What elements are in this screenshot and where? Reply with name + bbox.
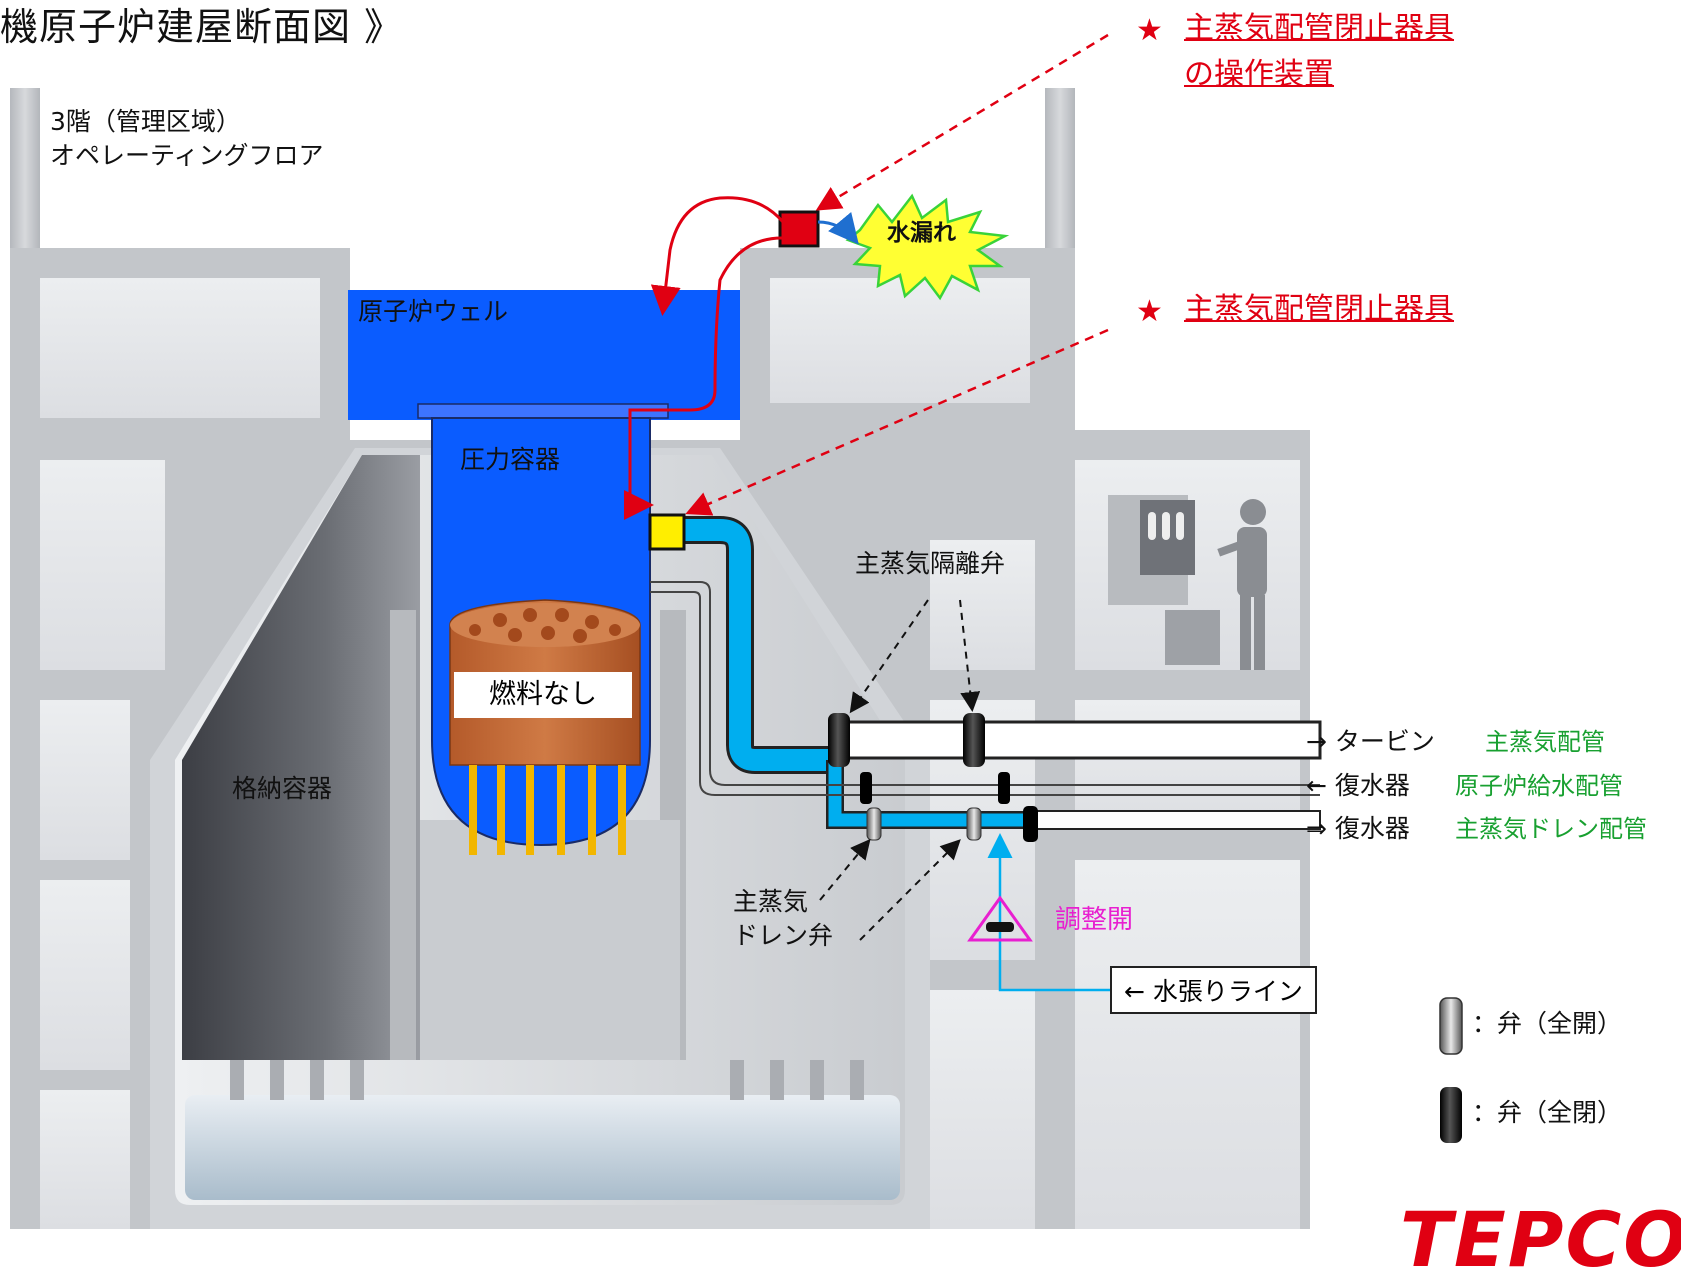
isolation-valve-label: 主蒸気隔離弁 [855,549,1006,578]
pipe-name-2: 主蒸気ドレン配管 [1455,815,1647,843]
worker-figure [1217,499,1267,670]
fuel-label: 燃料なし [454,672,632,718]
legend-closed-valve-icon [1440,1087,1462,1143]
callout-arrow-device [815,33,1109,211]
drain-valve-1 [866,807,882,841]
water-leak-burst [845,193,1010,301]
isolation-valve-1 [828,713,850,767]
callout-arrow-plug [685,328,1109,516]
reactor-well-label: 原子炉ウェル [358,297,509,326]
drain-valve-2 [966,807,982,841]
feedwater-valve-1 [860,772,872,804]
pipe-name-0: 主蒸気配管 [1485,728,1605,756]
steam-line-plug [648,513,686,551]
tepco-logo: TEPCO [1400,1195,1681,1284]
floor-label-line2: オペレーティングフロア [50,141,324,170]
pipe-direction-2: ⇒ 復水器 [1306,814,1410,843]
pipe-direction-1: ← 復水器 [1306,771,1410,800]
callout-star-2: ★ [1136,294,1163,329]
valves [828,713,1038,842]
diagram-stage: 機原子炉建屋断面図 》 3階（管理区域） オペレーティングフロア 原子炉ウェル … [0,5,1681,1283]
isolation-valve-2 [963,713,985,767]
legend-open-valve-icon [1439,997,1463,1055]
control-hose-to-plug [624,236,783,520]
pipe-direction-0: → タービン [1306,727,1435,756]
floor-label-line1: 3階（管理区域） [50,107,241,136]
callout-plug: 主蒸気配管閉止器具 [1184,292,1454,327]
pipe-name-1: 原子炉給水配管 [1455,772,1623,800]
water-fill-line [967,833,1110,992]
water-fill-line-label: ← 水張りライン [1110,966,1317,1014]
callout-operating-device-line2: の操作装置 [1184,57,1334,92]
callout-operating-device-line1: 主蒸気配管閉止器具 [1184,11,1454,46]
drain-valve-3 [1023,806,1038,842]
pressure-vessel-label: 圧力容器 [460,445,561,474]
fuel-assembly [449,599,641,1020]
legend-closed-label: ：弁（全閉） [1472,1098,1623,1127]
reactor-building-diagram [10,33,1463,1229]
leak-label: 水漏れ [887,220,956,246]
feedwater-pipe [650,581,1320,796]
containment-label: 格納容器 [232,774,333,803]
building-structure [10,88,1310,1229]
legend-open-label: ：弁（全開） [1472,1009,1623,1038]
main-steam-pipe [670,516,1322,830]
plug-operating-device [778,210,820,248]
callout-star-1: ★ [1136,13,1163,48]
control-hose-down [650,196,785,316]
adjust-open-label: 調整開 [1055,905,1134,935]
drain-valve-label-line2: ドレン弁 [733,921,834,950]
feedwater-valve-2 [998,772,1010,804]
page-title: 機原子炉建屋断面図 》 [0,5,404,49]
drain-valve-label-line1: 主蒸気 [733,887,809,916]
